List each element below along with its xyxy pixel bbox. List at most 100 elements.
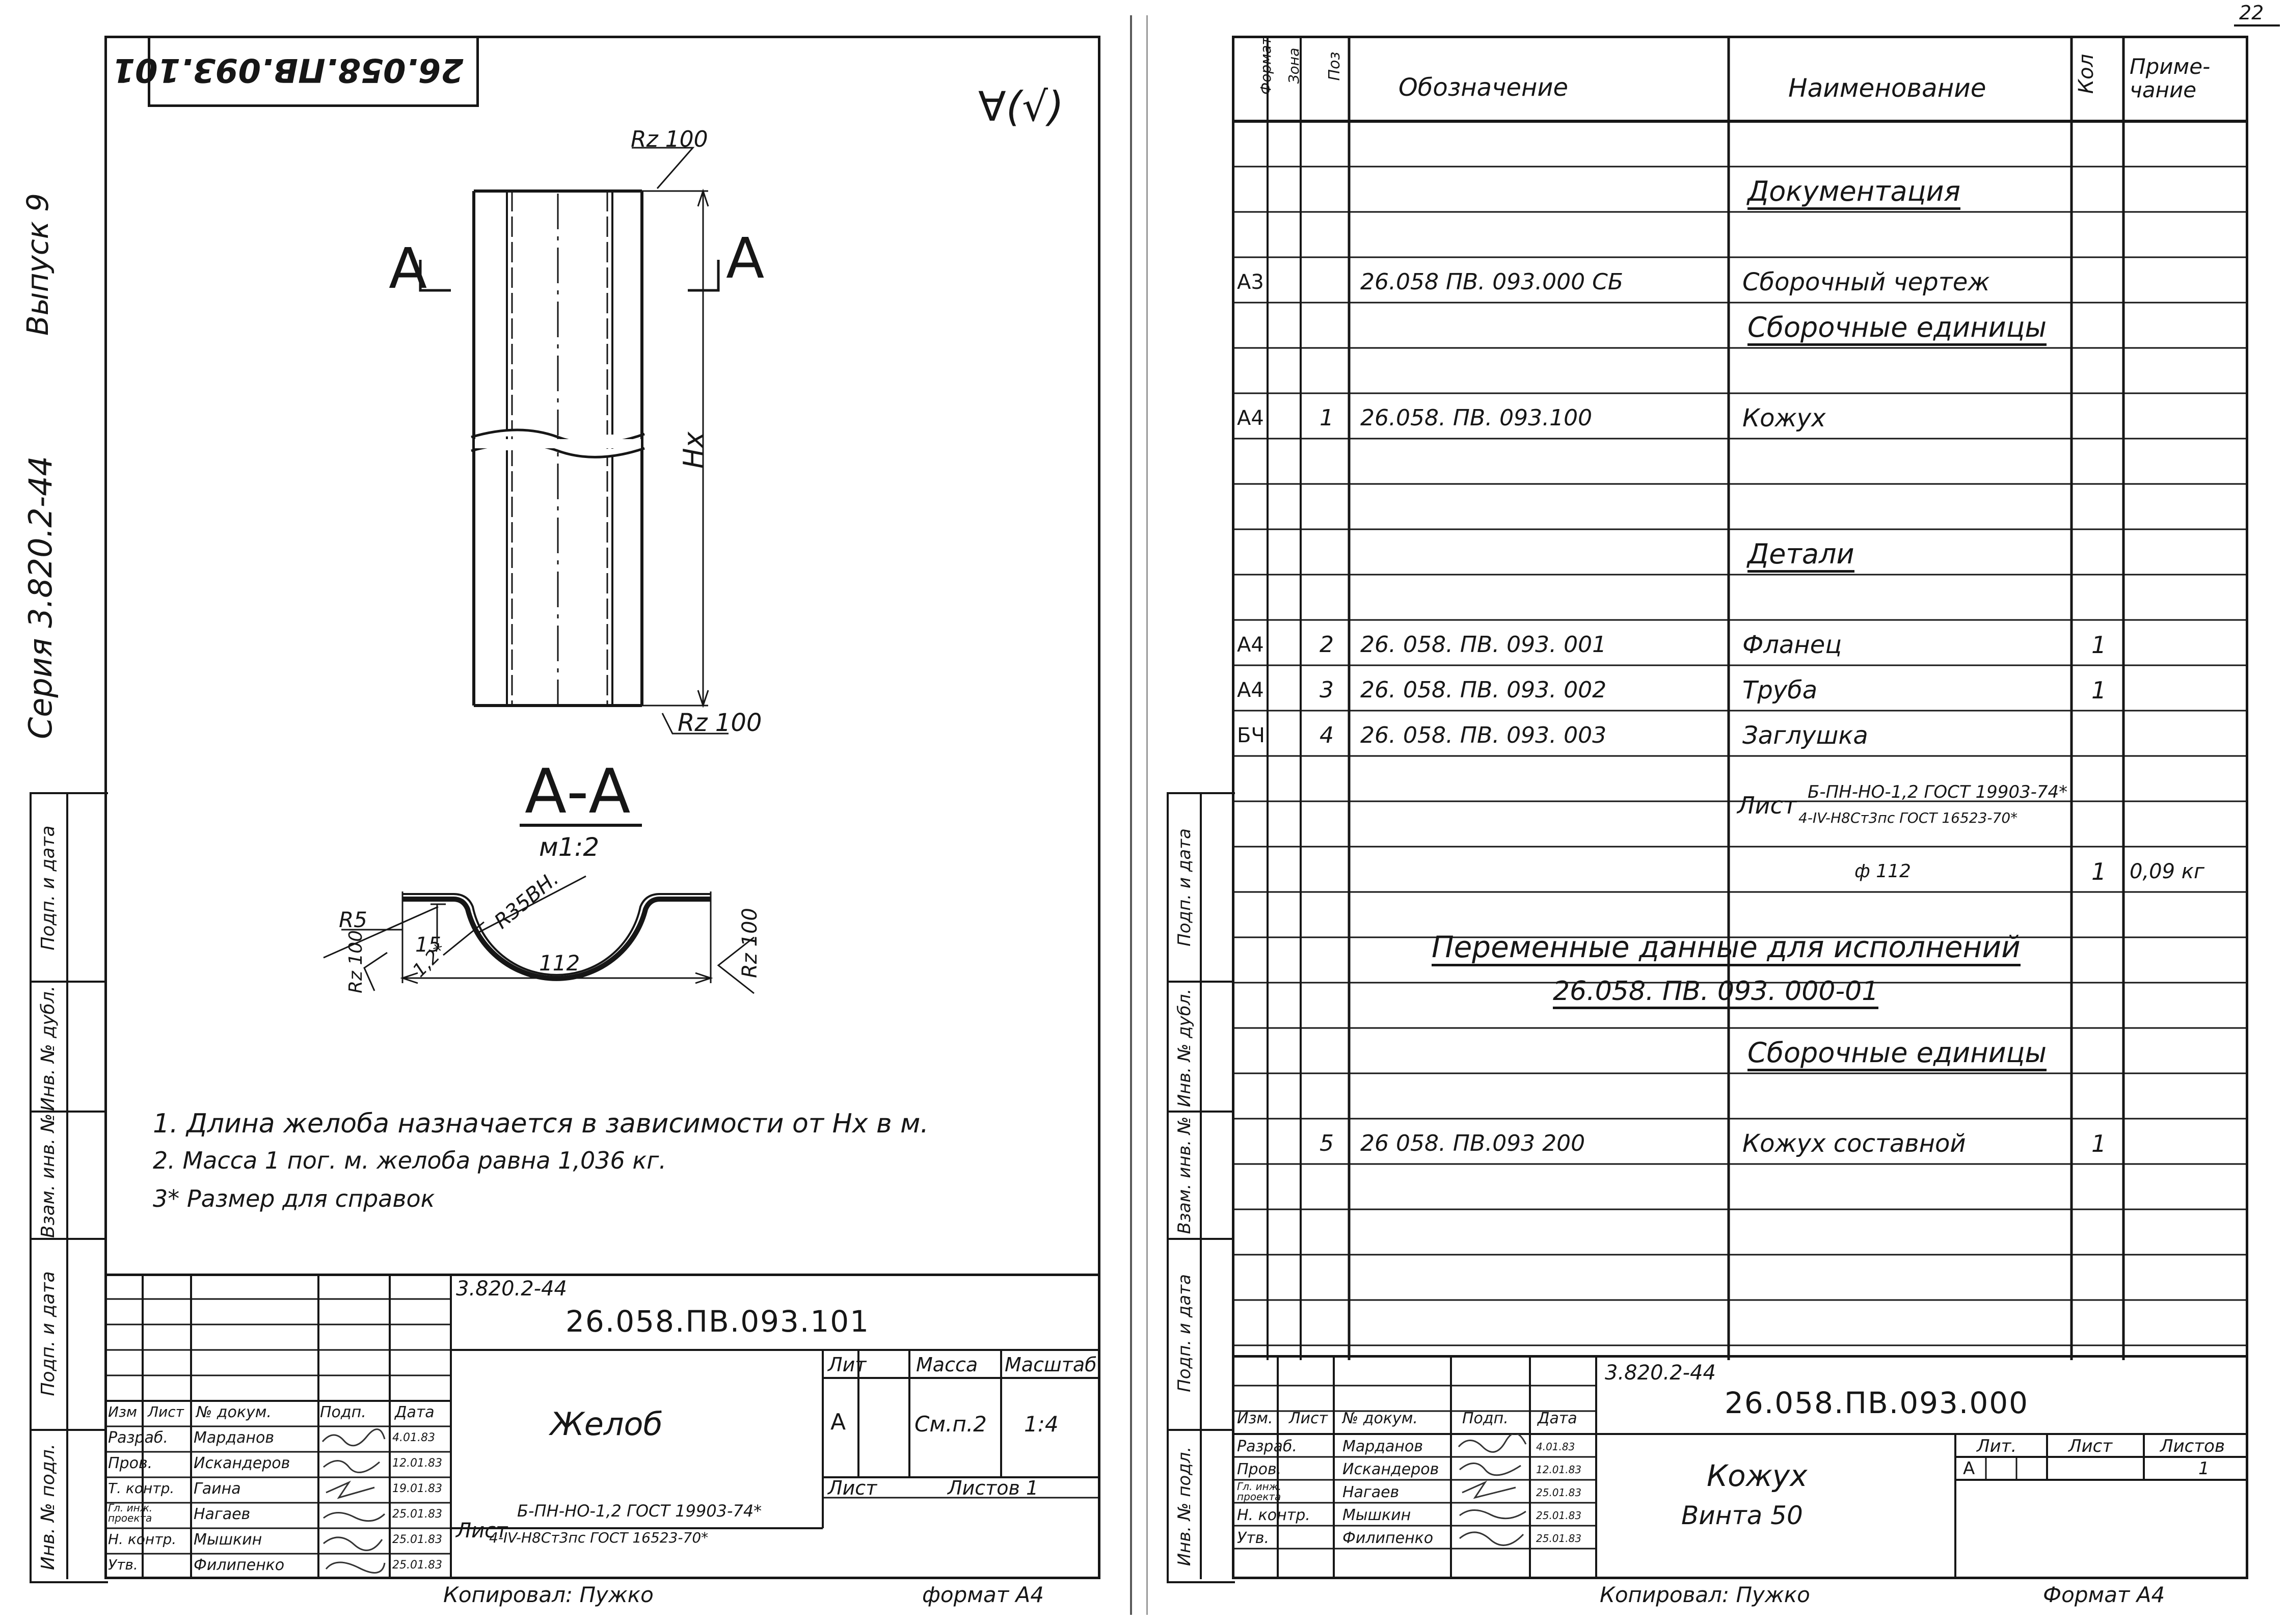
section-mark-right: А — [726, 226, 764, 291]
left-tb-series: 3.820.2-44 — [456, 1277, 568, 1301]
dim-width: 112 — [539, 951, 580, 976]
left-tb-material-2: 4-IV-Н8Ст3пс ГОСТ 16523-70* — [489, 1529, 709, 1546]
left-side-stamp — [30, 792, 108, 1583]
spec-cell-format: БЧ — [1237, 723, 1265, 747]
right-tb-sheets-header: Листов — [2160, 1436, 2225, 1456]
left-tb-role-4: Гл. инж. проекта — [108, 1502, 153, 1524]
left-tb-header-doc: № докум. — [196, 1403, 272, 1421]
right-stamp-label-3: Взам. инв. № — [1174, 1116, 1195, 1234]
left-side-stamp-divider — [66, 792, 68, 1579]
spec-cell-name: Сборочные единицы — [1747, 1039, 2047, 1071]
left-tb-header-date: Дата — [395, 1403, 435, 1421]
right-format: Формат А4 — [2043, 1582, 2165, 1607]
height-dim: Hx — [678, 431, 710, 469]
spec-cell-name: Заглушка — [1742, 721, 1868, 750]
right-tb-code: 26.058.ПВ.093.000 — [1725, 1386, 2029, 1420]
spec-cell-pos: 2 — [1320, 631, 1334, 658]
spec-cell-format: А4 — [1237, 406, 1264, 430]
right-tb-sheet-header: Лист — [2068, 1436, 2113, 1456]
spec-cell-qty: 1 — [2091, 857, 2107, 885]
right-tb-role-3: Гл. инж. проекта — [1237, 1480, 1282, 1503]
spec-cell-name: Документация — [1747, 177, 1960, 210]
right-tb-lit-header: Лит. — [1977, 1436, 2017, 1456]
right-signatures — [1458, 1434, 1527, 1546]
right-tb-header-list: Лист — [1289, 1410, 1328, 1427]
left-tb-date-5: 25.01.83 — [392, 1533, 442, 1546]
spec-cell-qty: 1 — [2091, 1129, 2107, 1157]
spec-material-line1: Б-ПН-НО-1,2 ГОСТ 19903-74* — [1808, 782, 2068, 802]
right-tb-header-date: Дата — [1538, 1410, 1577, 1427]
right-tb-date-4: 25.01.83 — [1536, 1509, 1582, 1522]
right-tb-header-izm: Изм. — [1237, 1410, 1273, 1427]
left-tb-role-1: Разраб. — [108, 1429, 168, 1447]
spec-cell-designation: 26.058. ПВ. 093.100 — [1360, 404, 1593, 431]
left-tb-name: Желоб — [550, 1405, 663, 1443]
left-tb-header-izm: Изм — [108, 1403, 137, 1420]
left-tb-sheet-label: Лист — [828, 1477, 877, 1499]
left-tb-scale-value: 1:4 — [1024, 1412, 1059, 1437]
spec-cell-designation: 26. 058. ПВ. 093. 001 — [1360, 631, 1607, 658]
center-fold-line-2 — [1146, 15, 1148, 1615]
right-side-stamp-line — [1167, 1429, 1233, 1431]
spec-material-lead: Лист — [1737, 792, 1797, 819]
spec-cell-name: Сборочные единицы — [1747, 313, 2047, 346]
note-1: 1. Длина желоба назначается в зависимост… — [153, 1108, 929, 1139]
right-side-stamp-line — [1167, 1111, 1233, 1113]
right-tb-name-1: Кожух — [1707, 1458, 1808, 1493]
spec-cell-name: Кожух составной — [1742, 1129, 1966, 1158]
left-copied: Копировал: Пужко — [443, 1582, 654, 1607]
left-tb-name-2: Искандеров — [194, 1454, 290, 1472]
spec-cell-format: А4 — [1237, 678, 1264, 702]
spec-cell-format: А4 — [1237, 633, 1264, 657]
left-tb-date-3: 19.01.83 — [392, 1482, 442, 1495]
spec-cell-name: Фланец — [1742, 630, 1842, 659]
right-tb-date-3: 25.01.83 — [1536, 1486, 1582, 1499]
right-stamp-label-1: Подп. и дата — [1174, 828, 1195, 946]
right-tb-role-1: Разраб. — [1237, 1438, 1297, 1455]
spec-cell-designation: 26. 058. ПВ. 093. 003 — [1360, 722, 1607, 748]
radius-small: R5 — [339, 907, 367, 932]
header-note: Приме-чание — [2130, 54, 2211, 102]
note-3: 3* Размер для справок — [153, 1185, 435, 1212]
left-tb-lit-header: Лит — [828, 1354, 867, 1376]
right-title-block-grid — [1232, 1355, 2248, 1579]
left-tb-header-list: Лист — [148, 1403, 184, 1420]
right-copied: Копировал: Пужко — [1600, 1582, 1810, 1607]
right-title-block — [1232, 1355, 2248, 1582]
left-tb-name-1: Марданов — [194, 1429, 275, 1447]
left-tb-name-5: Мышкин — [194, 1531, 262, 1549]
left-side-stamp-line — [30, 1238, 106, 1240]
right-tb-name-1r: Марданов — [1342, 1438, 1423, 1455]
spec-row-lines — [1232, 166, 2248, 1346]
right-stamp-label-2: Инв. № дубл. — [1174, 988, 1195, 1107]
spec-cell-qty: 1 — [2091, 676, 2107, 704]
left-tb-mass-value: См.п.2 — [914, 1412, 987, 1437]
spec-cell-note: 0,09 кг — [2130, 859, 2204, 883]
right-stamp-label-5: Инв. № подл. — [1174, 1446, 1195, 1566]
left-side-stamp-line — [30, 1429, 106, 1431]
dim-15: 15 — [415, 933, 441, 957]
spec-cell-qty: 1 — [2091, 631, 2107, 659]
header-designation: Обозначение — [1398, 73, 1569, 102]
rz-right: Rz 100 — [738, 908, 762, 978]
right-tb-sheets-value: 1 — [2198, 1458, 2210, 1479]
left-tb-header-sign: Подп. — [320, 1403, 366, 1421]
right-side-stamp-divider — [1200, 792, 1202, 1579]
left-tb-name-3: Гаина — [194, 1480, 241, 1498]
center-fold-line — [1130, 15, 1132, 1615]
spec-cell-pos: 3 — [1320, 676, 1334, 703]
right-tb-header-sign: Подп. — [1462, 1410, 1509, 1427]
spec-cell-designation: 26.058 ПВ. 093.000 СБ — [1360, 268, 1624, 295]
spec-cell-pos: 4 — [1320, 722, 1334, 748]
left-tb-lit-value: А — [830, 1409, 846, 1435]
left-tb-name-4: Нагаев — [194, 1505, 251, 1523]
right-stamp-label-4: Подп. и дата — [1174, 1274, 1195, 1392]
spec-cell-pos: 1 — [1320, 404, 1334, 431]
left-side-stamp-line — [30, 981, 106, 983]
right-tb-role-5: Утв. — [1237, 1529, 1269, 1547]
right-tb-date-1: 4.01.83 — [1536, 1441, 1575, 1453]
left-tb-mass-header: Масса — [916, 1354, 978, 1376]
left-tb-date-4: 25.01.83 — [392, 1508, 442, 1521]
spec-material-line2: 4-IV-Н8Ст3пс ГОСТ 16523-70* — [1798, 809, 2018, 826]
